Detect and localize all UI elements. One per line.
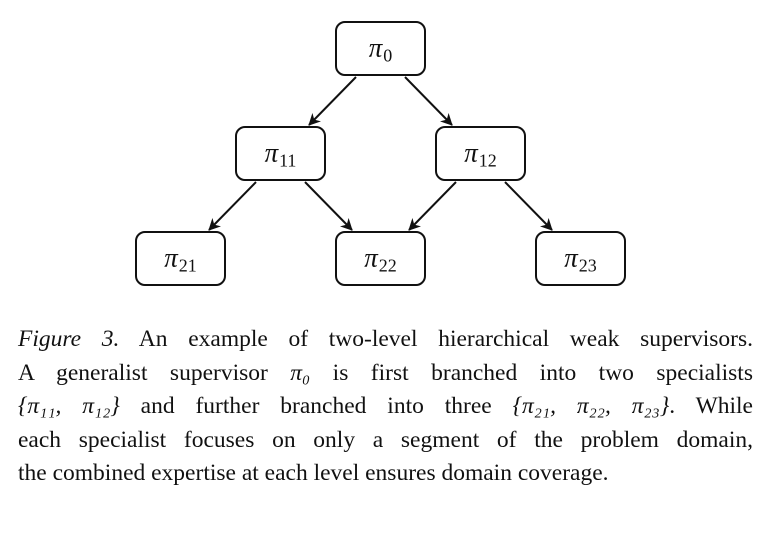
node-symbol: π — [364, 243, 379, 273]
node-pi11: π11 — [235, 126, 326, 181]
node-subscript: 23 — [579, 256, 597, 276]
caption-line-4: each specialist focuses on only a segmen… — [18, 424, 753, 458]
edge-pi0-pi11 — [308, 76, 357, 126]
caption-text-4: each specialist focuses on only a segmen… — [18, 426, 753, 453]
node-symbol: π — [164, 243, 179, 273]
node-box-pi0 — [335, 21, 426, 76]
caption-line-2: A generalist supervisor π₀ is first bran… — [18, 357, 753, 391]
edge-pi12-pi23 — [504, 181, 553, 231]
node-pi22: π22 — [335, 231, 426, 286]
caption-math-set2: {π₂₁, π₂₂, π₂₃} — [512, 393, 670, 419]
edge-pi11-pi22 — [304, 181, 353, 231]
node-box-pi21 — [135, 231, 226, 286]
caption-text-5: the combined expertise at each level ens… — [18, 460, 609, 486]
node-label-pi21: π21 — [164, 243, 197, 276]
node-pi23: π23 — [535, 231, 626, 286]
node-subscript: 11 — [279, 151, 296, 171]
node-subscript: 21 — [179, 256, 197, 276]
node-symbol: π — [564, 243, 579, 273]
caption-line-5: the combined expertise at each level ens… — [18, 457, 753, 491]
edge-pi12-pi22 — [408, 181, 457, 231]
node-pi21: π21 — [135, 231, 226, 286]
caption-line-1: Figure 3. An example of two-level hierar… — [18, 323, 753, 357]
node-subscript: 12 — [479, 151, 497, 171]
caption-math-pi0: π₀ — [290, 359, 311, 386]
node-label-pi11: π11 — [265, 138, 297, 171]
edge-pi0-pi12 — [404, 76, 453, 126]
node-symbol: π — [265, 138, 280, 168]
figure-caption: Figure 3. An example of two-level hierar… — [18, 323, 753, 491]
node-subscript: 22 — [379, 256, 397, 276]
edge-pi11-pi21 — [208, 181, 257, 231]
caption-text-2b: is first branched into two specialists — [310, 359, 753, 386]
caption-text-3-end: . While — [669, 393, 753, 419]
node-symbol: π — [464, 138, 479, 168]
caption-text-1: An example of two-level hierarchical wea… — [119, 326, 753, 352]
node-box-pi23 — [535, 231, 626, 286]
node-pi12: π12 — [435, 126, 526, 181]
figure-label: Figure 3. — [18, 326, 120, 352]
node-label-pi0: π0 — [369, 33, 393, 66]
caption-text-3-mid: and further branched into three — [119, 393, 513, 419]
edges — [208, 76, 553, 231]
node-box-pi12 — [435, 126, 526, 181]
caption-line-3: {π₁₁, π₁₂} and further branched into thr… — [18, 390, 753, 424]
node-label-pi23: π23 — [564, 243, 597, 276]
node-label-pi12: π12 — [464, 138, 497, 171]
node-box-pi22 — [335, 231, 426, 286]
node-label-pi22: π22 — [364, 243, 397, 276]
node-symbol: π — [369, 33, 384, 63]
caption-math-set1: {π₁₁, π₁₂} — [18, 393, 120, 419]
node-box-pi11 — [235, 126, 326, 181]
node-pi0: π0 — [335, 21, 426, 76]
caption-text-2a: A generalist supervisor — [18, 359, 291, 386]
node-subscript: 0 — [383, 46, 392, 66]
